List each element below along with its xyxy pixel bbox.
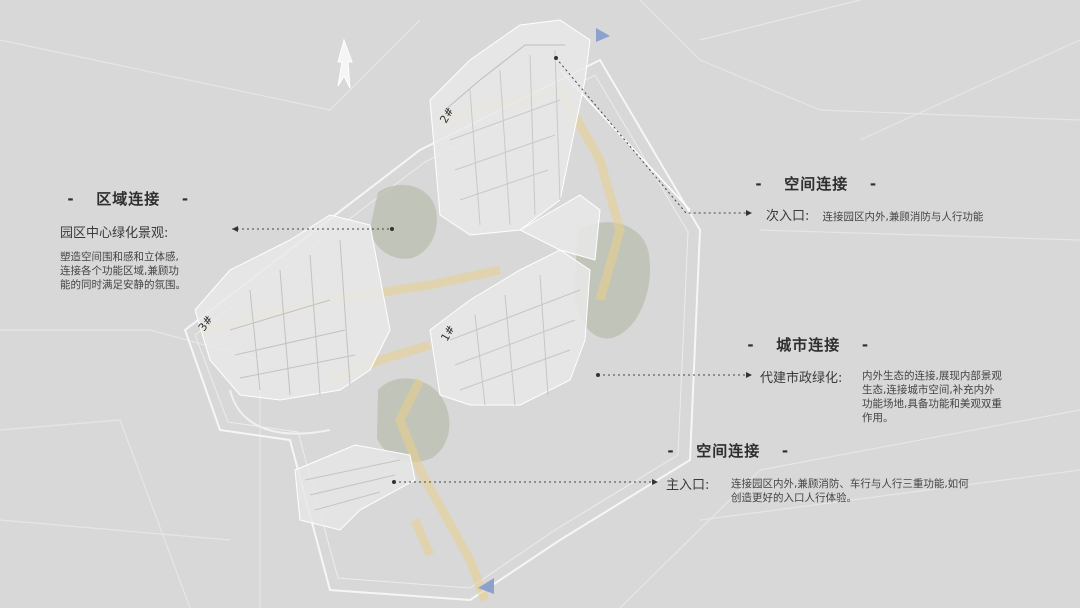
dash-right: - bbox=[869, 175, 878, 193]
main-entry-marker bbox=[478, 578, 494, 594]
dash-left: - bbox=[67, 190, 75, 208]
dash-right: - bbox=[861, 336, 870, 354]
building-3 bbox=[194, 214, 391, 435]
north-arrow-icon bbox=[337, 38, 353, 89]
dash-left: - bbox=[747, 336, 755, 354]
regional-heading: - 区域连接 - bbox=[62, 188, 194, 209]
secondary-entry-description: 连接园区内外,兼顾消防与人行功能 bbox=[822, 211, 984, 223]
leader-dots bbox=[232, 56, 752, 485]
city-desc-line: 生态,连接城市空间,补充内外 bbox=[862, 384, 995, 396]
dash-left: - bbox=[667, 442, 675, 460]
main-entry-desc-line: 连接园区内外,兼顾消防、车行与人行三重功能,如何 bbox=[731, 478, 969, 490]
dash-right: - bbox=[781, 442, 790, 460]
city-label: 代建市政绿化: bbox=[760, 371, 843, 386]
regional-desc-line: 塑造空间围和感和立体感, bbox=[60, 251, 179, 263]
regional-desc-line: 能的同时满足安静的氛围。 bbox=[60, 279, 186, 291]
main-entry-title: 空间连接 bbox=[696, 442, 761, 460]
regional-subtitle: 园区中心绿化景观: bbox=[60, 226, 169, 241]
secondary-entry-heading: - 空间连接 - bbox=[750, 173, 882, 194]
regional-title: 区域连接 bbox=[96, 190, 161, 208]
city-desc-line: 内外生态的连接,展现内部景观 bbox=[862, 370, 1002, 382]
main-entry-description: 连接园区内外,兼顾消防、车行与人行三重功能,如何 创造更好的入口人行体验。 bbox=[731, 477, 969, 505]
secondary-entry-marker bbox=[596, 28, 610, 42]
regional-description: 塑造空间围和感和立体感, 连接各个功能区域,兼顾功 能的同时满足安静的氛围。 bbox=[60, 250, 186, 292]
secondary-entry-title: 空间连接 bbox=[784, 175, 849, 193]
city-description: 内外生态的连接,展现内部景观 生态,连接城市空间,补充内外 功能场地,具备功能和… bbox=[862, 369, 1002, 425]
city-desc-line: 功能场地,具备功能和美观双重 bbox=[862, 398, 1002, 410]
dash-right: - bbox=[181, 190, 190, 208]
secondary-entry-row: 次入口: 连接园区内外,兼顾消防与人行功能 bbox=[766, 205, 983, 224]
regional-desc-line: 连接各个功能区域,兼顾功 bbox=[60, 265, 179, 277]
building-1 bbox=[429, 194, 601, 406]
city-title: 城市连接 bbox=[776, 336, 841, 354]
city-desc-line: 作用。 bbox=[862, 412, 894, 424]
leader-lines bbox=[232, 57, 752, 483]
ancillary-building bbox=[294, 444, 416, 531]
secondary-entry-leader-line bbox=[555, 57, 752, 214]
green-areas bbox=[370, 184, 651, 462]
building-2 bbox=[429, 19, 591, 236]
secondary-entry-label: 次入口: bbox=[766, 209, 810, 224]
city-heading: - 城市连接 - bbox=[742, 334, 874, 355]
dash-left: - bbox=[755, 175, 763, 193]
entry-markers bbox=[478, 28, 610, 594]
main-entry-label: 主入口: bbox=[666, 478, 710, 493]
main-entry-heading: - 空间连接 - bbox=[662, 440, 794, 461]
main-entry-desc-line: 创造更好的入口人行体验。 bbox=[731, 492, 857, 504]
